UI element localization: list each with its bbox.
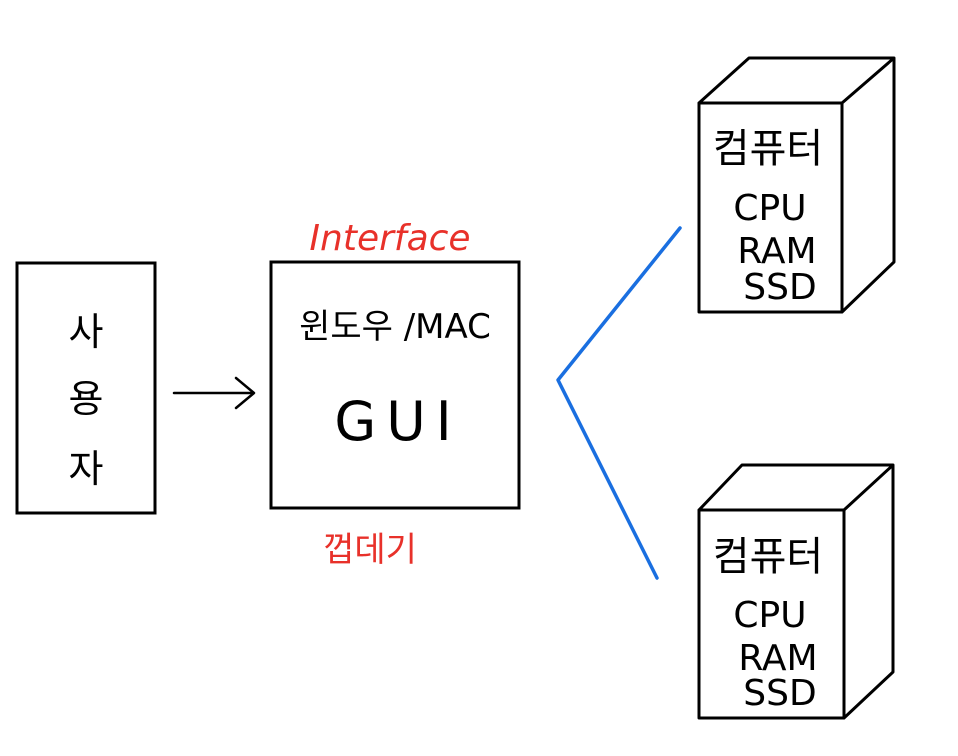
computer-top-ssd: SSD [743, 267, 816, 308]
computer-bottom-ram: RAM [738, 638, 817, 679]
computer-bottom: 컴퓨터 CPU RAM SSD [697, 463, 895, 720]
user-char-3: 자 [69, 447, 104, 491]
os-label: 윈도우 /MAC [299, 307, 491, 347]
computer-top-cube [697, 56, 896, 314]
gui-box: Interface 윈도우 /MAC GUI 껍데기 [269, 218, 521, 570]
shell-label: 껍데기 [323, 530, 417, 570]
user-box: 사 용 자 [15, 261, 157, 515]
user-char-1: 사 [69, 310, 104, 354]
computer-bottom-ssd: SSD [743, 673, 816, 714]
user-char-2: 용 [69, 377, 104, 421]
interface-label: Interface [309, 218, 470, 259]
computer-top-title: 컴퓨터 [713, 126, 823, 172]
user-to-gui-arrow [172, 376, 256, 410]
computer-bottom-cube [697, 463, 895, 720]
computer-top-cpu: CPU [733, 188, 806, 229]
computer-bottom-cpu: CPU [733, 595, 806, 636]
user-box-frame [15, 261, 157, 515]
computer-top-ram: RAM [737, 231, 816, 272]
gui-box-frame [269, 260, 521, 510]
computer-bottom-title: 컴퓨터 [713, 534, 823, 580]
gui-label: GUI [334, 390, 461, 453]
connector-line [556, 226, 682, 580]
computer-top: 컴퓨터 CPU RAM SSD [697, 56, 896, 314]
